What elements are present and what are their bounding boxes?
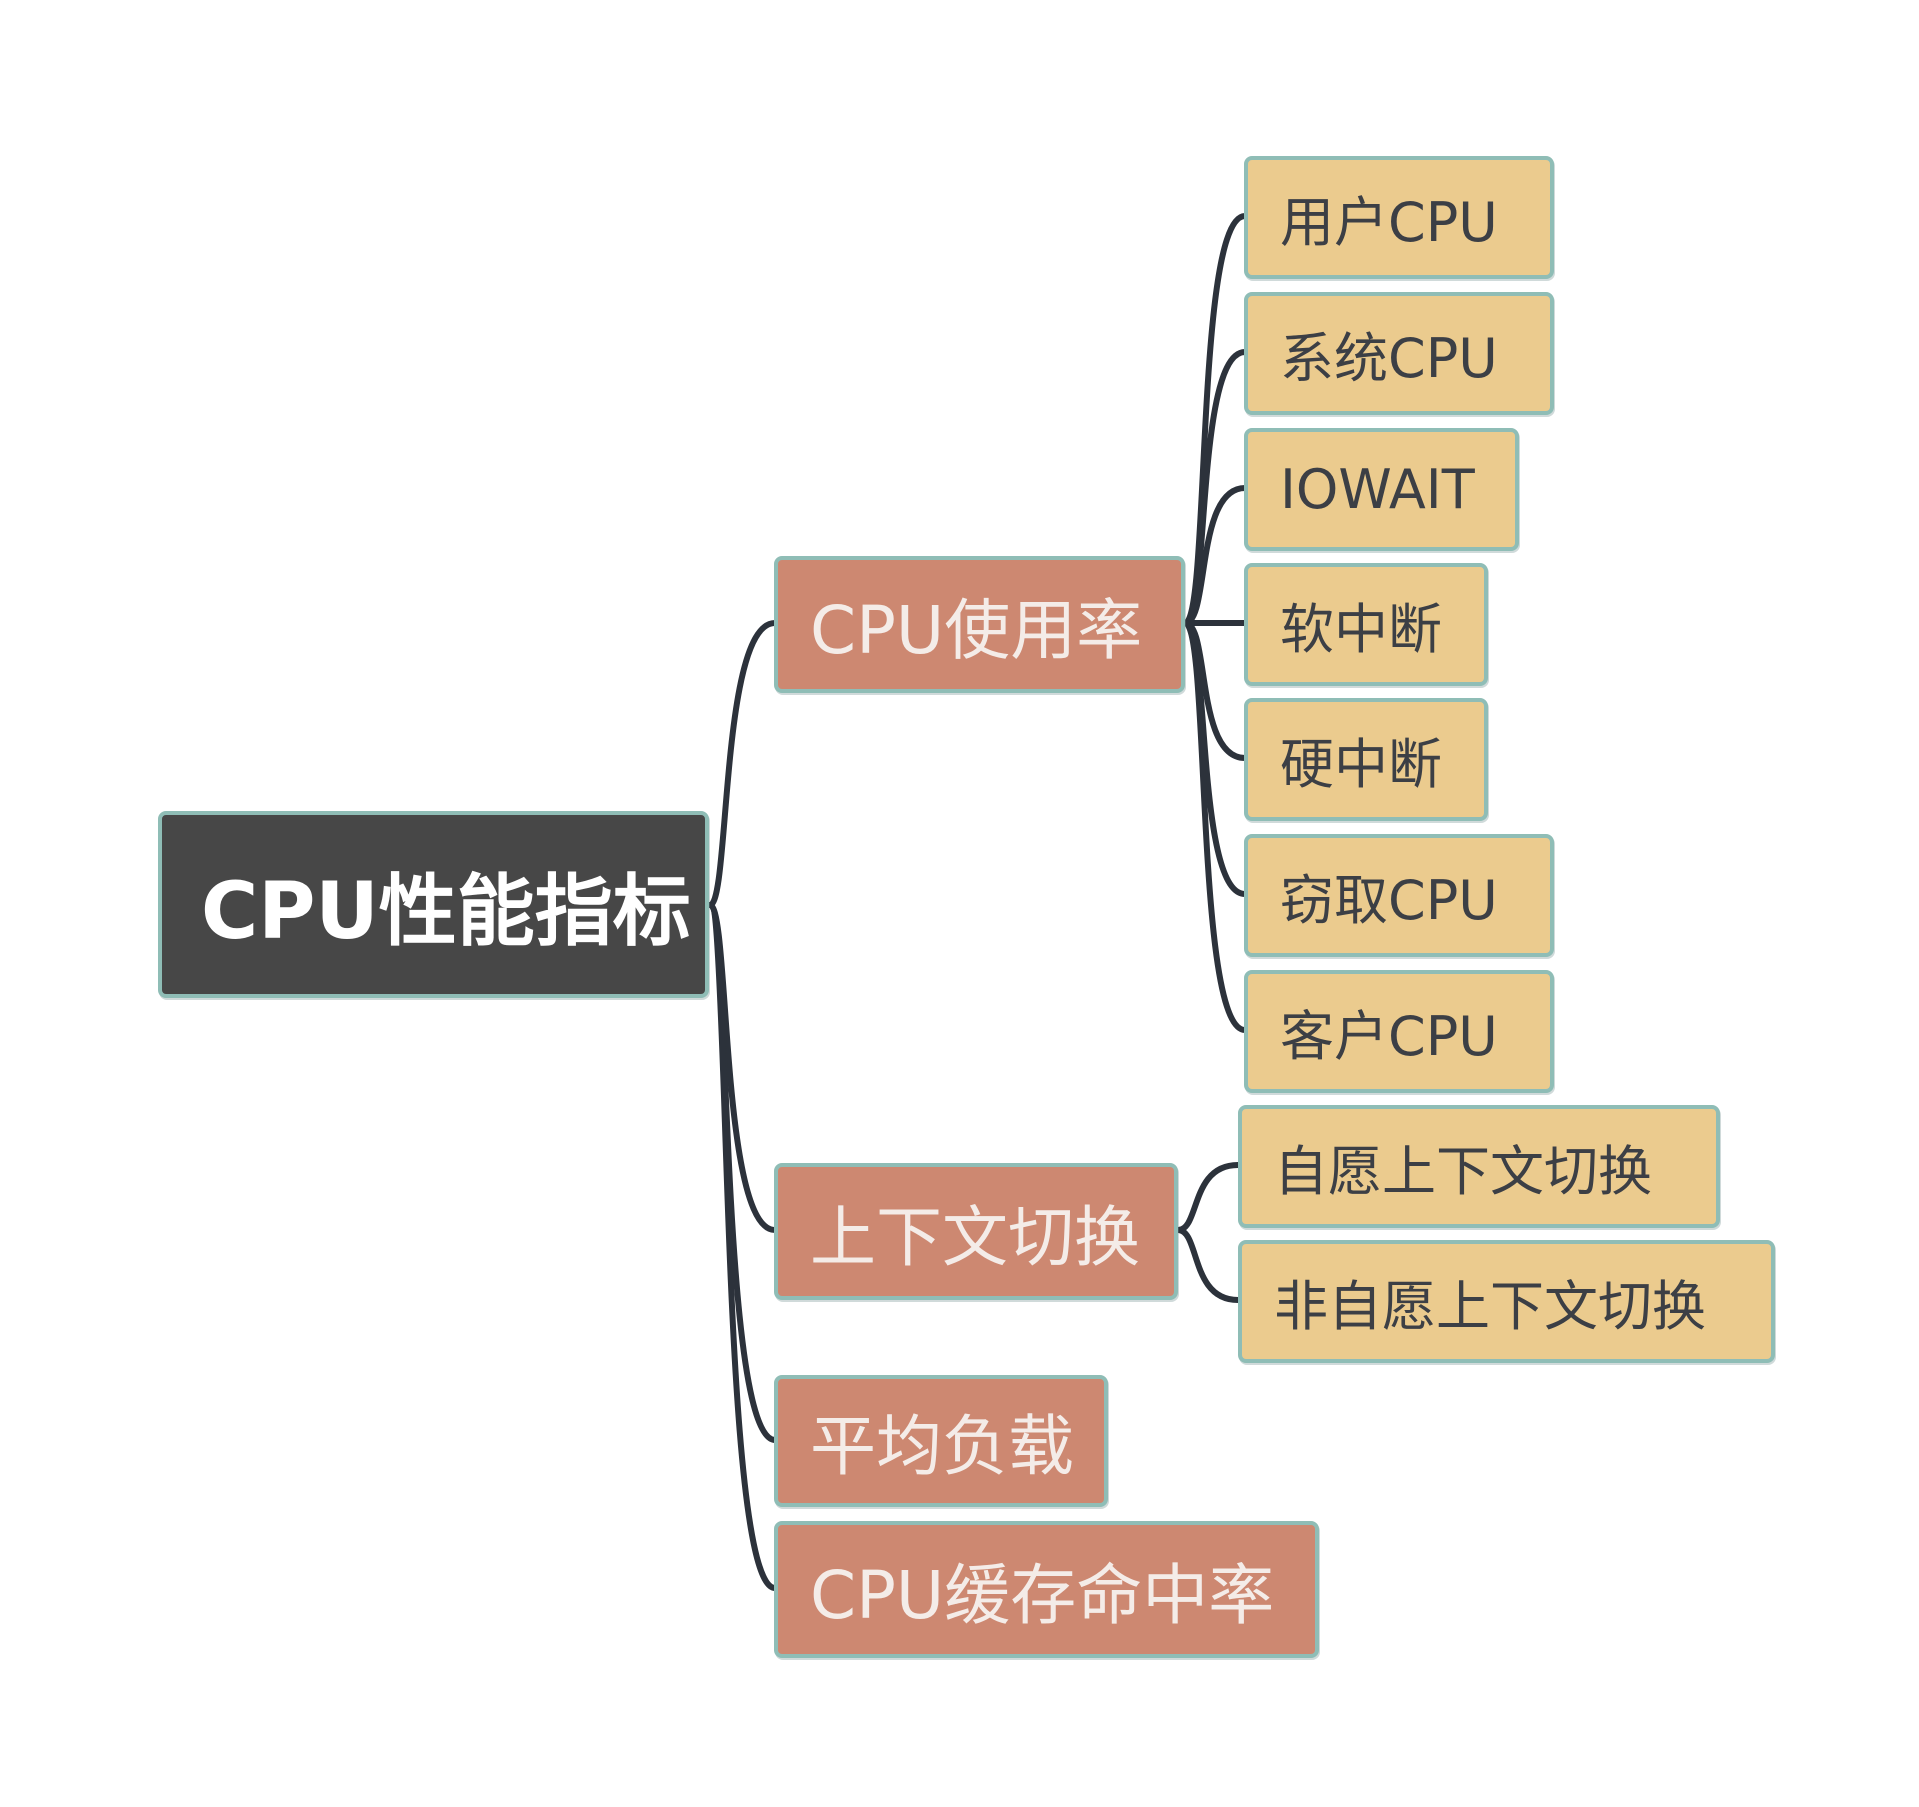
leaf-user-cpu[interactable]: 用户CPU	[1244, 156, 1554, 279]
branch-cpu-usage[interactable]: CPU使用率	[774, 556, 1185, 693]
root-node[interactable]: CPU性能指标	[158, 811, 709, 998]
connector-cpu-usage-to-iowait	[1182, 485, 1248, 626]
connector-context-switch-to-involuntary	[1175, 1227, 1241, 1303]
leaf-guest-cpu[interactable]: 客户CPU	[1244, 970, 1554, 1093]
leaf-iowait[interactable]: IOWAIT	[1244, 428, 1519, 551]
branch-context-switch[interactable]: 上下文切换	[774, 1163, 1178, 1300]
connector-context-switch-to-voluntary	[1175, 1162, 1241, 1233]
leaf-voluntary-context-switch[interactable]: 自愿上下文切换	[1238, 1105, 1720, 1228]
branch-load-average[interactable]: 平均负载	[774, 1375, 1108, 1507]
leaf-hardirq[interactable]: 硬中断	[1244, 698, 1488, 821]
leaf-system-cpu[interactable]: 系统CPU	[1244, 292, 1554, 415]
leaf-involuntary-context-switch[interactable]: 非自愿上下文切换	[1238, 1240, 1775, 1363]
branch-cpu-cache-hit-rate[interactable]: CPU缓存命中率	[774, 1521, 1319, 1658]
connector-root-to-cpu-usage	[707, 620, 778, 908]
connector-cpu-usage-to-guest-cpu	[1182, 620, 1248, 1033]
connector-root-to-cache-hit-rate	[707, 902, 778, 1591]
leaf-softirq[interactable]: 软中断	[1244, 563, 1488, 686]
leaf-steal-cpu[interactable]: 窃取CPU	[1244, 834, 1554, 957]
